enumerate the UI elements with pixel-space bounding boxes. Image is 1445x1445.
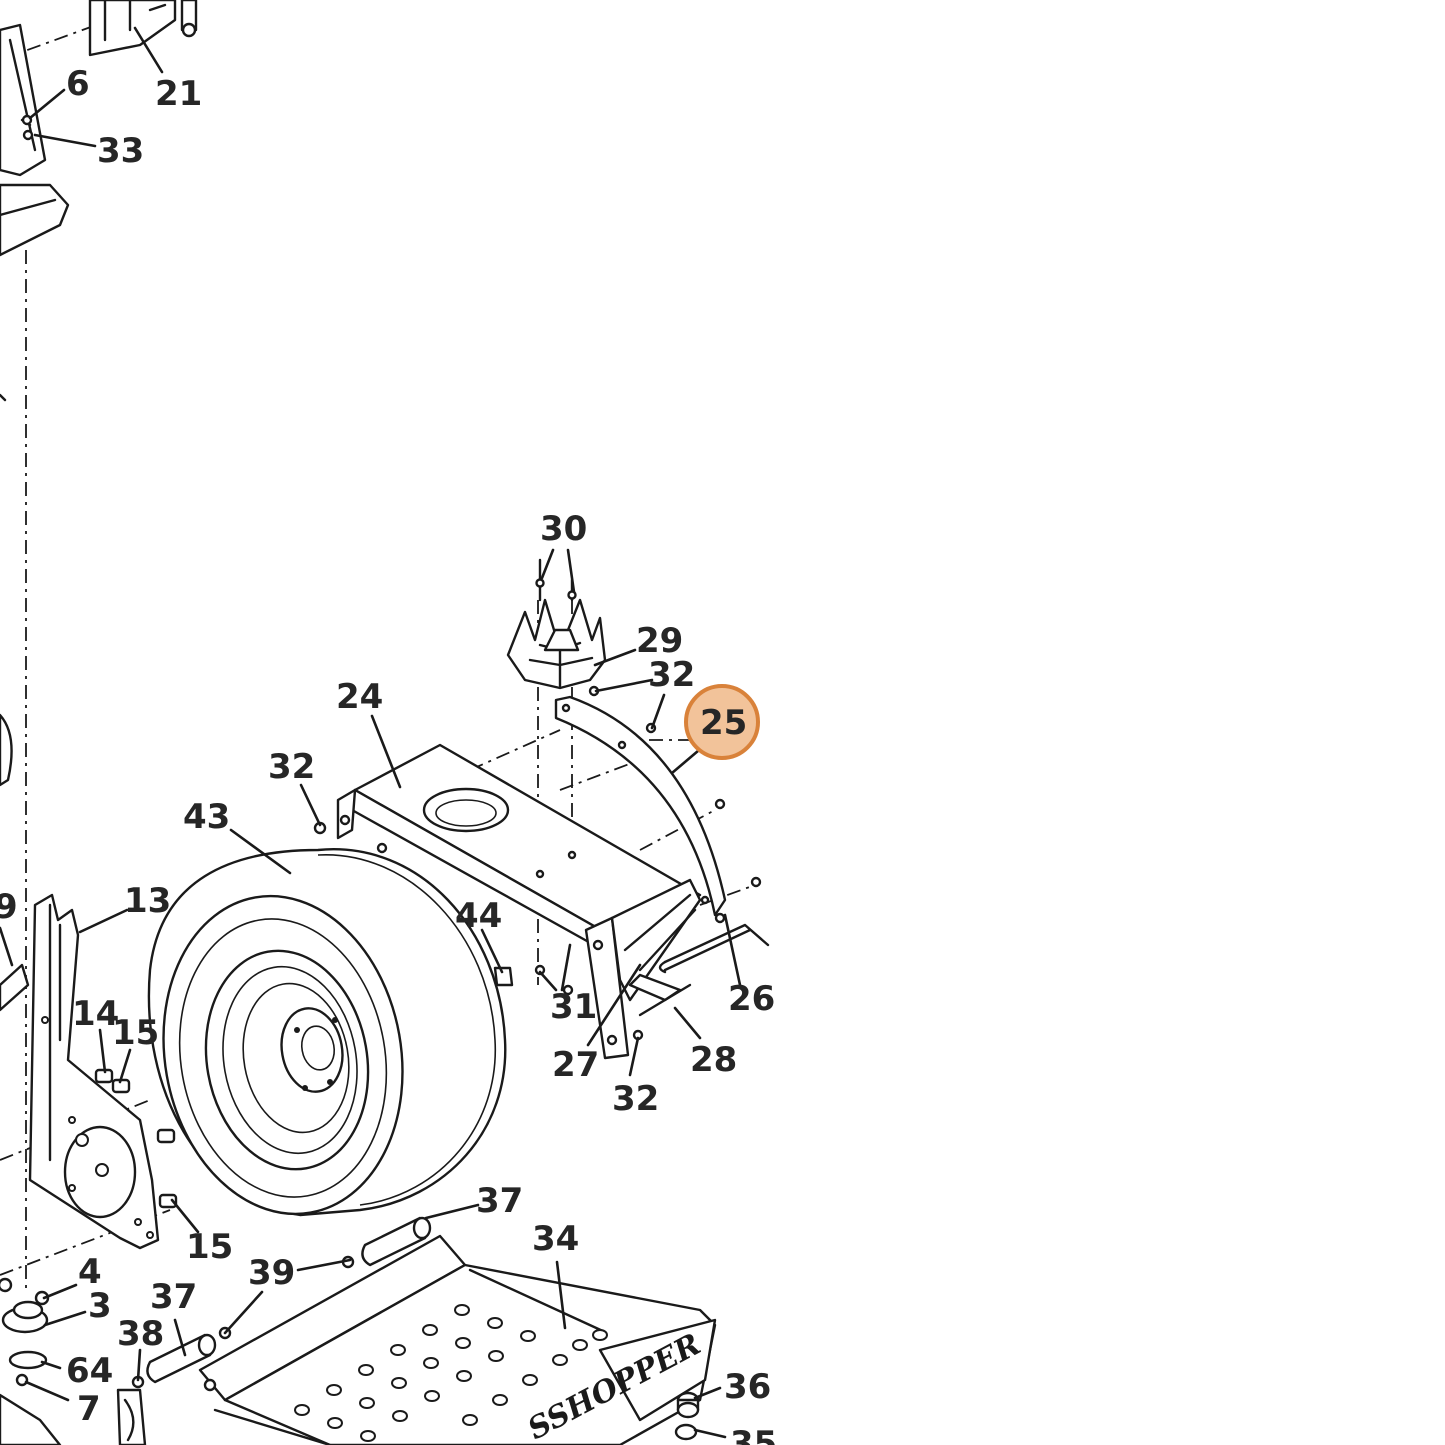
- rod-26: [658, 923, 770, 974]
- rollers: [131, 1216, 432, 1389]
- bushings-36-35: [674, 1391, 700, 1441]
- callout-64[interactable]: 64: [66, 1351, 113, 1391]
- highlight-circle: [684, 684, 760, 760]
- side-plate-13: [28, 893, 160, 1250]
- callout-15-lower[interactable]: 15: [186, 1227, 233, 1267]
- callout-9[interactable]: 9: [0, 887, 18, 927]
- callout-14[interactable]: 14: [72, 994, 119, 1034]
- leader-lines: [0, 26, 742, 1439]
- callout-38[interactable]: 38: [117, 1314, 164, 1354]
- axle-bracket-24: [336, 743, 702, 1060]
- callout-32-left[interactable]: 32: [268, 747, 315, 787]
- upper-left-assembly: [0, 0, 198, 257]
- callout-15-upper[interactable]: 15: [112, 1013, 159, 1053]
- callout-43[interactable]: 43: [183, 797, 230, 837]
- callout-13[interactable]: 13: [124, 881, 171, 921]
- callout-4[interactable]: 4: [78, 1252, 102, 1292]
- callout-35[interactable]: 35: [730, 1424, 777, 1445]
- left-edge-part: [0, 713, 13, 787]
- caster-yoke-29: [506, 558, 607, 690]
- deck-holes: [294, 1304, 608, 1442]
- foot-deck-34: SSHOPPER: [198, 1234, 717, 1445]
- callout-labels: 21 6 33 30 29 32 25 24 32 43 9 13 44 31 …: [0, 64, 777, 1445]
- callout-37-right[interactable]: 37: [476, 1181, 523, 1221]
- callout-31[interactable]: 31: [550, 987, 597, 1027]
- callout-32-lower[interactable]: 32: [612, 1079, 659, 1119]
- callout-26[interactable]: 26: [728, 979, 775, 1019]
- callout-29[interactable]: 29: [636, 621, 683, 661]
- callout-6[interactable]: 6: [66, 64, 90, 104]
- fender-25: [554, 695, 727, 924]
- callout-25[interactable]: 25: [700, 703, 747, 743]
- left-edge-tick: [0, 393, 7, 402]
- callout-30[interactable]: 30: [540, 509, 587, 549]
- callout-32-upper[interactable]: 32: [648, 655, 695, 695]
- callout-28[interactable]: 28: [690, 1040, 737, 1080]
- callout-44[interactable]: 44: [455, 896, 502, 936]
- callout-7[interactable]: 7: [77, 1389, 101, 1429]
- left-lower-mounts: [0, 963, 147, 1445]
- callout-39[interactable]: 39: [248, 1253, 295, 1293]
- callout-37-left[interactable]: 37: [150, 1277, 197, 1317]
- callout-27[interactable]: 27: [552, 1045, 599, 1085]
- rear-tire-43: [147, 848, 507, 1217]
- latch-28: [628, 973, 692, 1017]
- callout-3[interactable]: 3: [88, 1286, 112, 1326]
- callout-33[interactable]: 33: [97, 131, 144, 171]
- callout-24[interactable]: 24: [336, 677, 383, 717]
- callout-21[interactable]: 21: [155, 74, 202, 114]
- callout-34[interactable]: 34: [532, 1219, 579, 1259]
- callout-36[interactable]: 36: [724, 1367, 771, 1407]
